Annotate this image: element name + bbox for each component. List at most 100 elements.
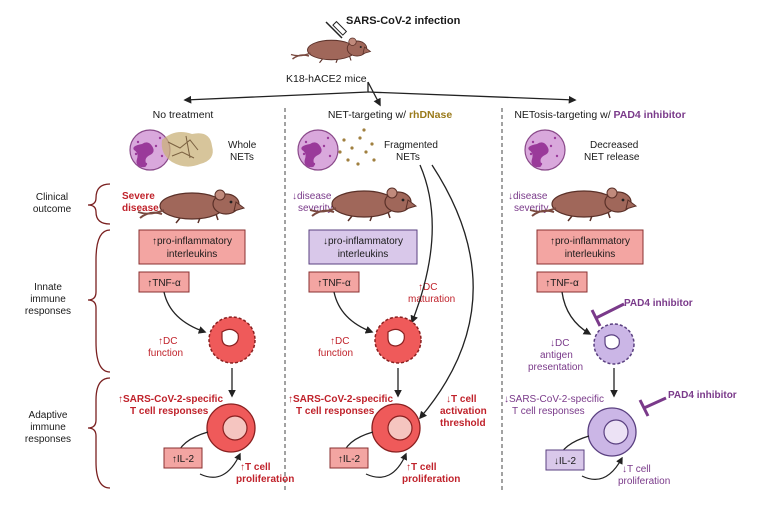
interleukin-box	[536, 229, 644, 265]
inhibitor-block-2	[638, 396, 667, 417]
dc-label-1: ↑DC	[330, 336, 349, 347]
il2-box	[545, 449, 585, 471]
dc-label-3: presentation	[528, 362, 583, 373]
branch-arrows	[183, 81, 577, 107]
dendritic-cell-icon	[374, 316, 422, 364]
activation-label-2: activation	[440, 406, 487, 417]
interleukin-label-2: interleukins	[167, 249, 218, 260]
il2-label: ↑IL-2	[338, 454, 361, 465]
neutrophil-icon	[297, 129, 339, 171]
il2-box	[163, 447, 203, 469]
inhibitor-label-2: PAD4 inhibitor	[668, 390, 737, 401]
infection-label: SARS-CoV-2 infection	[346, 15, 461, 27]
tcell-label-1: ↑SARS-CoV-2-specific	[288, 394, 393, 405]
dc-maturation-label-2: maturation	[408, 294, 455, 305]
prolif-label-2: proliferation	[402, 474, 460, 485]
brace-innate	[87, 229, 111, 373]
il2-box	[329, 447, 369, 469]
clinical-1: ↓disease	[292, 191, 332, 202]
nets-label-1: Decreased	[590, 140, 638, 151]
interleukin-label-2: interleukins	[565, 249, 616, 260]
brace-clinical	[87, 183, 111, 225]
dc-label-1: ↑DC	[158, 336, 177, 347]
il2-label: ↑IL-2	[172, 454, 195, 465]
whole-nets-icon	[161, 132, 213, 167]
tcell-label-2: T cell responses	[512, 406, 585, 417]
tcell-label-2: T cell responses	[130, 406, 209, 417]
clinical-1: Severe	[122, 191, 155, 202]
interleukin-label-1: ↑pro-inflammatory	[550, 236, 630, 247]
interleukin-label-1: ↓pro-inflammatory	[323, 236, 403, 247]
prolif-arrow	[365, 452, 407, 478]
activation-label-3: threshold	[440, 418, 486, 429]
column-rhdnase: Fragmented NETs ↓disease severity ↓pro-i…	[288, 128, 487, 485]
fragmented-nets-icon	[338, 128, 376, 166]
nets-label-2: NETs	[396, 152, 420, 163]
t-cell-icon	[371, 403, 421, 453]
dc-label-1: ↓DC	[550, 338, 569, 349]
il2-label: ↓IL-2	[554, 456, 577, 467]
prolif-label-1: ↑T cell	[406, 462, 437, 473]
infected-mouse-icon	[290, 37, 372, 64]
row-label-clinical-1: Clinical	[36, 192, 68, 203]
brace-adaptive	[87, 377, 111, 489]
t-cell-icon	[587, 407, 637, 457]
nets-label-1: Fragmented	[384, 140, 438, 151]
row-label-clinical-2: outcome	[33, 204, 72, 215]
column-no-treatment: Whole NETs Severe disease ↑pro-inflammat…	[118, 129, 294, 485]
row-label-innate-3: responses	[25, 306, 71, 317]
column-title-1: No treatment	[153, 109, 214, 121]
interleukin-box	[308, 229, 418, 265]
interleukin-label-2: interleukins	[338, 249, 389, 260]
row-labels: Clinical outcome Innate immune responses…	[25, 183, 111, 489]
tnf-label: ↑TNF-α	[545, 278, 579, 289]
inhibitor-label-1: PAD4 inhibitor	[624, 298, 693, 309]
interleukin-box	[138, 229, 246, 265]
dc-label-2: function	[318, 348, 353, 359]
row-label-adaptive-3: responses	[25, 434, 71, 445]
clinical-2: severity	[298, 203, 332, 214]
inhibitor-block-1	[590, 302, 625, 327]
prolif-label-1: ↓T cell	[622, 464, 651, 475]
row-label-adaptive-2: immune	[30, 422, 66, 433]
activation-label-1: ↓T cell	[446, 394, 477, 405]
prolif-arrow	[199, 452, 241, 478]
tcell-label-1: ↓SARS-CoV-2-specific	[504, 394, 604, 405]
clinical-2: severity	[514, 203, 548, 214]
column-title-3: NETosis-targeting w/ PAD4 inhibitor	[514, 109, 685, 121]
nets-to-tcell-arrow	[418, 164, 474, 420]
prolif-arrow	[581, 456, 623, 480]
row-label-innate-2: immune	[30, 294, 66, 305]
column-pad4: Decreased NET release ↓disease severity …	[504, 129, 737, 487]
nets-label-1: Whole	[228, 140, 257, 151]
dc-label-2: function	[148, 348, 183, 359]
prolif-label-2: proliferation	[236, 474, 294, 485]
interleukin-label-1: ↑pro-inflammatory	[152, 236, 232, 247]
tnf-label: ↑TNF-α	[317, 278, 351, 289]
dc-label-2: antigen	[540, 350, 573, 361]
mice-label: K18-hACE2 mice	[286, 73, 367, 85]
tcell-label-1: ↑SARS-CoV-2-specific	[118, 394, 223, 405]
row-label-adaptive-1: Adaptive	[29, 410, 68, 421]
column-title-2: NET-targeting w/ rhDNase	[328, 109, 452, 121]
dendritic-cell-icon	[593, 323, 635, 365]
syringe-icon	[325, 20, 348, 39]
tnf-to-dc-arrow	[561, 291, 592, 335]
dendritic-cell-icon	[208, 316, 256, 364]
nets-label-2: NETs	[230, 152, 254, 163]
nets-label-2: NET release	[584, 152, 640, 163]
row-label-innate-1: Innate	[34, 282, 62, 293]
clinical-2: disease	[122, 203, 159, 214]
t-cell-icon	[206, 403, 256, 453]
prolif-label-1: ↑T cell	[240, 462, 271, 473]
tnf-to-dc-arrow	[333, 291, 374, 334]
prolif-label-2: proliferation	[618, 476, 670, 487]
tnf-to-dc-arrow	[163, 291, 207, 334]
neutrophil-icon	[524, 129, 566, 171]
tnf-label: ↑TNF-α	[147, 278, 181, 289]
tcell-label-2: T cell responses	[296, 406, 375, 417]
clinical-1: ↓disease	[508, 191, 548, 202]
dc-maturation-label-1: ↑DC	[418, 282, 437, 293]
